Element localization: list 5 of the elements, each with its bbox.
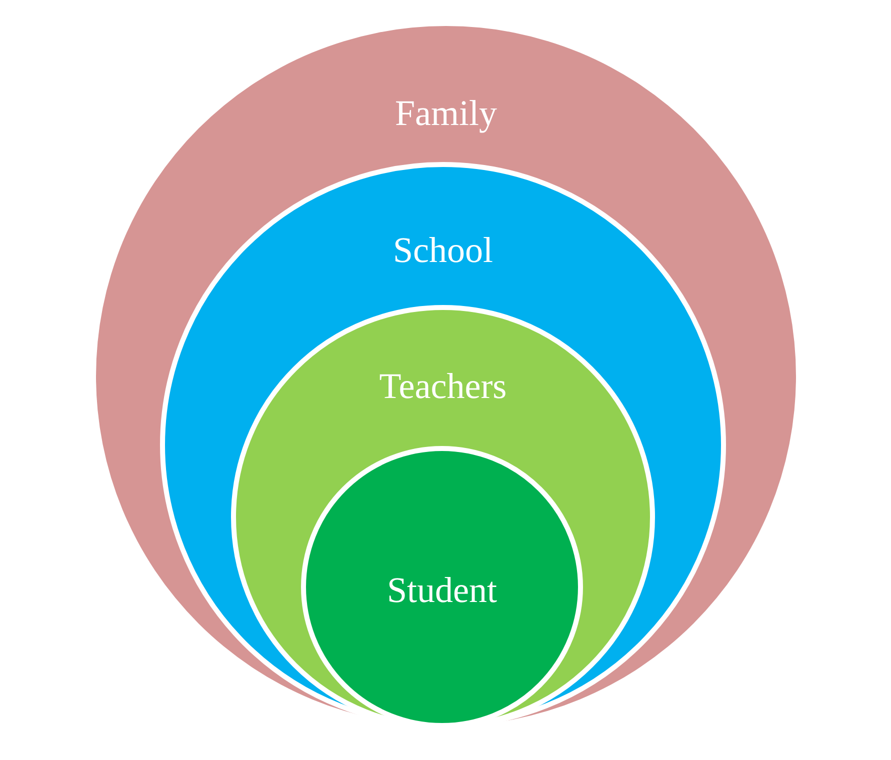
layer-label: Student <box>386 570 497 610</box>
layer-label: Family <box>394 93 497 133</box>
layer-label: Teachers <box>379 366 507 406</box>
circle-layer <box>96 26 796 726</box>
layer-label: School <box>392 230 493 270</box>
